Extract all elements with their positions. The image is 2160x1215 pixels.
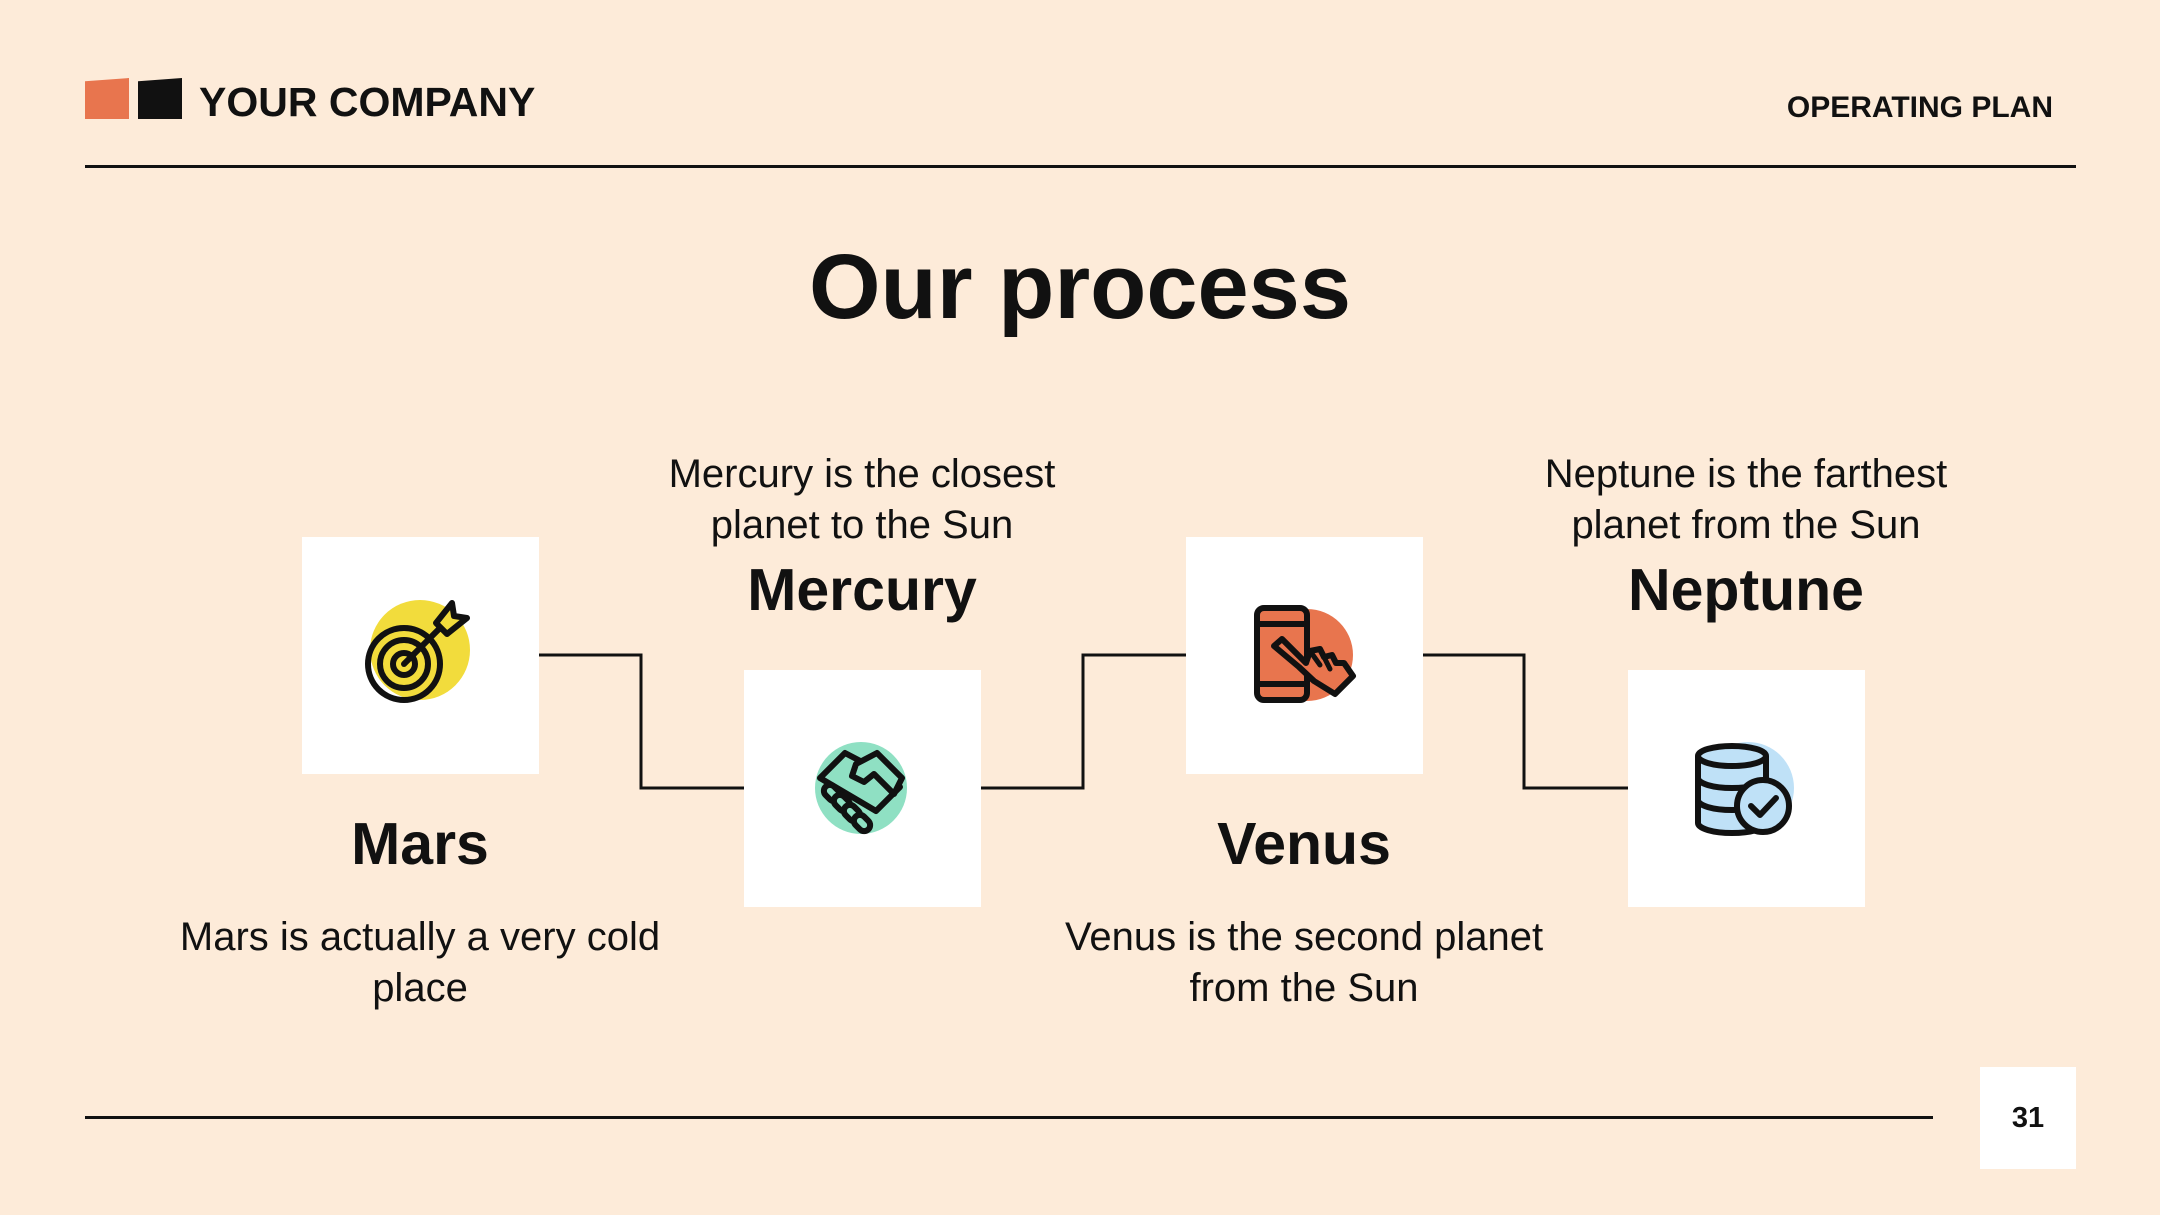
phone-touch-icon	[1254, 605, 1356, 703]
step-description-neptune: Neptune is the farthest planet from the …	[1544, 452, 1948, 547]
logo-orange-block	[85, 78, 129, 119]
step-description-mars: Mars is actually a very cold place	[179, 915, 661, 1010]
handshake-icon	[815, 742, 907, 835]
logo-black-block	[138, 78, 182, 119]
target-icon	[365, 600, 470, 703]
page-title: Our process	[809, 236, 1351, 338]
step-title-mercury: Mercury	[747, 557, 977, 623]
step-card-mars	[302, 537, 539, 774]
step-title-venus: Venus	[1217, 811, 1391, 877]
database-check-icon	[1695, 742, 1794, 836]
header-plan-label: OPERATING PLAN	[1786, 91, 2053, 124]
footer-divider	[85, 1116, 1933, 1119]
company-name: YOUR COMPANY	[199, 79, 536, 125]
step-description-venus: Venus is the second planet from the Sun	[1064, 915, 1544, 1010]
step-card-venus	[1186, 537, 1423, 774]
step-card-neptune	[1628, 670, 1865, 907]
header-divider	[85, 165, 2076, 168]
page-number: 31	[1980, 1067, 2076, 1169]
step-description-mercury: Mercury is the closest planet to the Sun	[668, 452, 1056, 547]
step-title-mars: Mars	[351, 811, 489, 877]
step-card-mercury	[744, 670, 981, 907]
step-title-neptune: Neptune	[1628, 557, 1864, 623]
